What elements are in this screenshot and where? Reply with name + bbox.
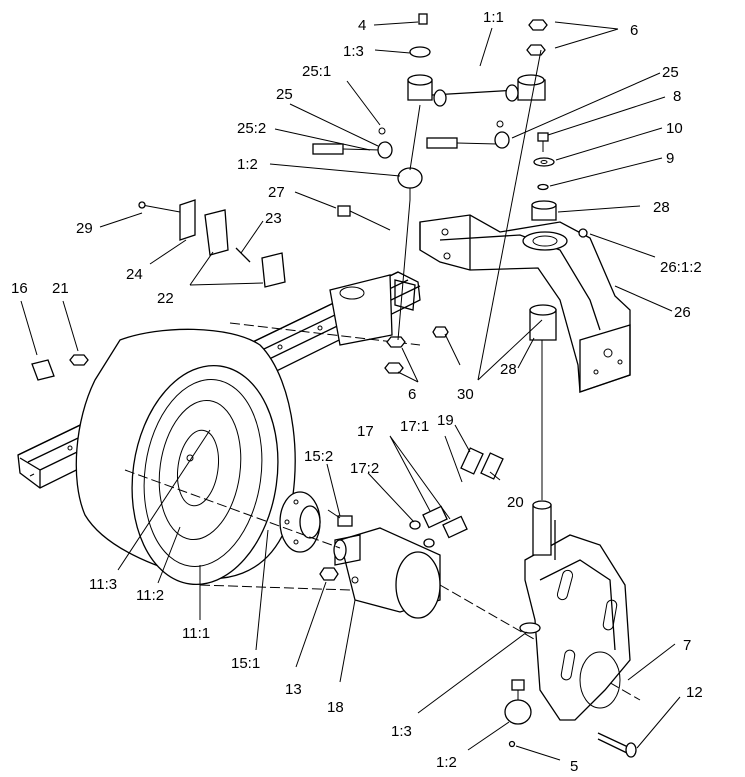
- wheel-hub-15: [279, 491, 321, 553]
- long-guide-lines: [397, 49, 543, 381]
- pivot-tube-1-1: [407, 74, 546, 107]
- callout-17-1: 17:1: [400, 418, 429, 435]
- callout-29: 29: [76, 220, 93, 237]
- callout-4: 4: [358, 17, 366, 34]
- callout-25: 25: [662, 64, 679, 81]
- ring-1-3: [409, 46, 431, 58]
- callout-21: 21: [52, 280, 69, 297]
- leader-lines: [20, 21, 681, 761]
- bracket-24: [179, 199, 196, 241]
- callout-26: 26: [674, 304, 691, 321]
- callout-1-3: 1:3: [343, 43, 364, 60]
- bolt-4: [418, 13, 428, 25]
- pad-16: [31, 359, 55, 381]
- callout-25-2: 25:2: [237, 120, 266, 137]
- nut-30: [432, 326, 449, 338]
- callout-26-1-2: 26:1:2: [660, 259, 702, 276]
- callout-25-1: 25:1: [302, 63, 331, 80]
- callout-16: 16: [11, 280, 28, 297]
- callout-25: 25: [276, 86, 293, 103]
- callout-17-2: 17:2: [350, 460, 379, 477]
- callout-1-2: 1:2: [237, 156, 258, 173]
- bolt-8: [537, 132, 549, 152]
- callout-15-2: 15:2: [304, 448, 333, 465]
- callout-11-3: 11:3: [89, 576, 117, 593]
- callout-9: 9: [666, 150, 674, 167]
- callout-13: 13: [285, 681, 302, 698]
- callout-1-2: 1:2: [436, 754, 457, 771]
- callout-22: 22: [157, 290, 174, 307]
- callout-28: 28: [500, 361, 517, 378]
- callout-30: 30: [457, 386, 474, 403]
- nut-13: [319, 567, 339, 581]
- center-bracket: [329, 274, 416, 346]
- callout-6: 6: [630, 22, 638, 39]
- callout-1-3: 1:3: [391, 723, 412, 740]
- frame-weldment-26: [419, 214, 631, 393]
- callout-24: 24: [126, 266, 143, 283]
- fitting-25-right: [426, 120, 510, 149]
- washer-10: [533, 157, 555, 167]
- callout-10: 10: [666, 120, 683, 137]
- hoses-19: [460, 447, 504, 480]
- bolt-12: [597, 732, 637, 758]
- caster-fork-7: [524, 520, 631, 721]
- callout-8: 8: [673, 88, 681, 105]
- bushing-28-lower: [529, 304, 557, 341]
- callout-18: 18: [327, 699, 344, 716]
- callout-12: 12: [686, 684, 703, 701]
- bolt-5: [508, 740, 516, 748]
- callout-6: 6: [408, 386, 416, 403]
- caster-spindle: [532, 320, 552, 556]
- fitting-25-left: [312, 127, 393, 159]
- nut-6-lower: [384, 336, 406, 374]
- nut-26-1-2: [578, 228, 588, 238]
- bolt-15-2: [327, 509, 353, 527]
- bushing-28-upper: [531, 200, 557, 221]
- callout-28: 28: [653, 199, 670, 216]
- nut-6-top: [526, 19, 548, 56]
- callout-11-1: 11:1: [182, 625, 210, 642]
- callout-7: 7: [683, 637, 691, 654]
- callout-1-1: 1:1: [483, 9, 504, 26]
- ball-joint-1-2-upper: [397, 167, 423, 200]
- pin-23: [235, 247, 251, 263]
- callout-11-2: 11:2: [136, 587, 164, 604]
- wheel-tire-11: [75, 328, 296, 586]
- clamp-22: [204, 209, 286, 288]
- bolt-27: [337, 205, 391, 231]
- callout-23: 23: [265, 210, 282, 227]
- ring-9: [537, 183, 549, 191]
- callout-5: 5: [570, 758, 578, 775]
- callout-27: 27: [268, 184, 285, 201]
- callout-15-1: 15:1: [231, 655, 260, 672]
- fittings-17: [409, 505, 468, 548]
- bolt-29: [138, 201, 181, 213]
- ring-1-3-lower: [519, 622, 541, 634]
- ball-joint-1-2-lower: [504, 679, 532, 725]
- callout-20: 20: [507, 494, 524, 511]
- nut-21: [69, 354, 89, 366]
- callout-17: 17: [357, 423, 374, 440]
- callout-labels: 4 1:1 6 1:3 25:1 25 25 8 25:2 10 9 1:2 2…: [11, 9, 703, 775]
- callout-19: 19: [437, 412, 454, 429]
